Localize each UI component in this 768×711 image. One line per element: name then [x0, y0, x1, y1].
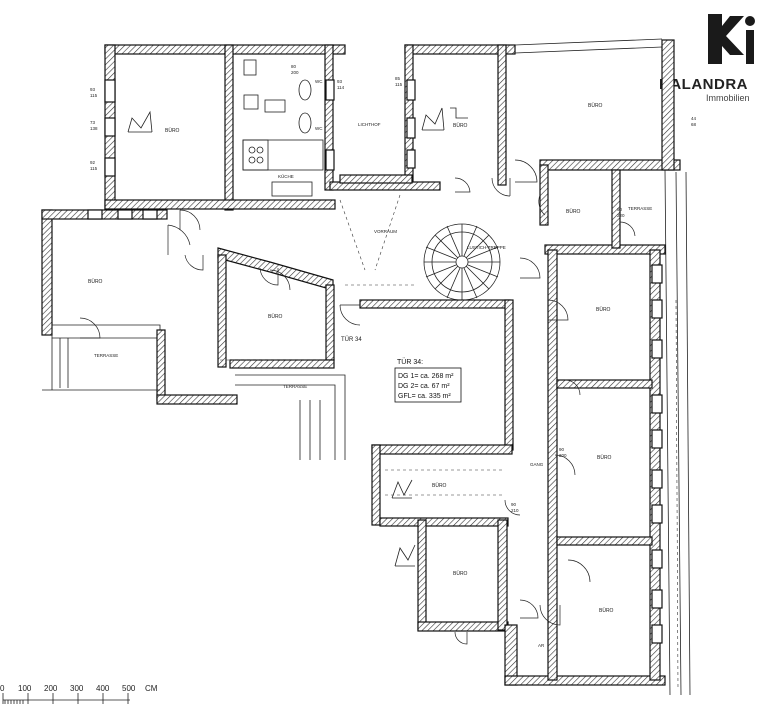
- kalandra-logo-bar: [746, 30, 754, 64]
- room-label-buero-8: BÜRO: [597, 454, 612, 461]
- dim-44-h: 68: [691, 122, 697, 127]
- room-label-kueche: KÜCHE: [278, 173, 294, 179]
- room-label-buero-1: BÜRO: [165, 127, 180, 134]
- stair-label: LUSTICH-TREPPE: [467, 245, 506, 250]
- kalandra-logo: KALANDRA Immobilien: [659, 14, 755, 103]
- room-label-terrasse-1: TERRASSE: [628, 206, 652, 211]
- slope-lines: [220, 194, 505, 496]
- room-label-terrasse-3: TERRASSE: [283, 384, 307, 389]
- logo-subtitle: Immobilien: [706, 93, 750, 103]
- room-label-ar: AR: [538, 643, 545, 648]
- skylights: [127, 107, 468, 567]
- spiral-staircase: LUSTICH-TREPPE: [423, 223, 506, 301]
- dim-90-210-h: 210: [511, 508, 519, 513]
- scale-unit: CM: [145, 684, 158, 693]
- facade-lines: [664, 169, 691, 696]
- dim-90-200-w: 90: [559, 447, 565, 452]
- dim-93-w: 93: [90, 87, 96, 92]
- dim-80-w: 80: [291, 64, 297, 69]
- room-label-wc-2: WC: [315, 126, 323, 131]
- scale-tick-0: 0: [0, 684, 5, 693]
- scale-bar: 0 100 200 300 400 500 CM: [0, 684, 158, 704]
- dimension-labels: 93 115 73 138 92 115 80 200 93 114 85 11…: [90, 64, 697, 513]
- area-row-dg2: DG 2= ca. 67 m²: [398, 383, 450, 390]
- dim-90-220-w: 90: [617, 207, 623, 212]
- scale-tick-200: 200: [44, 684, 58, 693]
- terrace-lines: [42, 338, 346, 460]
- door-tag: TÜR 34: [341, 336, 362, 343]
- dim-85-h: 115: [395, 82, 403, 87]
- room-label-lichthof: LICHTHOF: [358, 122, 381, 127]
- room-label-wc-1: WC: [315, 79, 323, 84]
- room-label-buero-6: BÜRO: [268, 313, 283, 320]
- room-label-buero-5: BÜRO: [88, 278, 103, 285]
- area-box-title: TÜR 34:: [397, 358, 423, 366]
- dim-85-w: 85: [395, 76, 401, 81]
- dim-44-w: 44: [691, 116, 697, 121]
- outer-walls: [41, 38, 681, 686]
- area-box: TÜR 34: DG 1= ca. 268 m² DG 2= ca. 67 m²…: [394, 358, 462, 403]
- kitchen-fixtures: [242, 59, 324, 197]
- room-label-buero-3: BÜRO: [588, 102, 603, 109]
- area-row-gfl: GFL= ca. 335 m²: [398, 393, 451, 400]
- doors: [79, 159, 636, 645]
- room-label-buero-7: BÜRO: [596, 306, 611, 313]
- room-label-vorraum: VORRAUM: [374, 229, 397, 234]
- room-label-buero-10: BÜRO: [453, 570, 468, 577]
- dim-73-w: 73: [90, 120, 96, 125]
- dim-92-h: 115: [90, 166, 98, 171]
- dim-93-h: 115: [90, 93, 98, 98]
- kalandra-logo-mark: [708, 14, 744, 64]
- room-label-terrasse-2: TERRASSE: [94, 353, 118, 358]
- dim-73-h: 138: [90, 126, 98, 131]
- dim-93b-h: 114: [337, 85, 345, 90]
- kalandra-logo-dot: [745, 16, 755, 26]
- logo-name: KALANDRA: [659, 76, 748, 93]
- dim-90-200-h: 200: [559, 453, 567, 458]
- room-label-buero-4: BÜRO: [566, 208, 581, 215]
- scale-tick-300: 300: [70, 684, 84, 693]
- dim-90-220-h: 220: [617, 213, 625, 218]
- dim-80-h: 200: [291, 70, 299, 75]
- room-label-buero-11: BÜRO: [599, 607, 614, 614]
- room-label-buero-2: BÜRO: [453, 122, 468, 129]
- area-row-dg1: DG 1= ca. 268 m²: [398, 373, 454, 380]
- windows: [87, 79, 663, 644]
- room-label-gang: GANG: [530, 462, 544, 467]
- dim-93b-w: 93: [337, 79, 343, 84]
- scale-tick-400: 400: [96, 684, 110, 693]
- room-labels: BÜRO WC WC KÜCHE LICHTHOF BÜRO BÜRO VORR…: [88, 79, 652, 648]
- scale-tick-100: 100: [18, 684, 32, 693]
- scale-tick-500: 500: [122, 684, 136, 693]
- dim-92-w: 92: [90, 160, 96, 165]
- room-label-buero-9: BÜRO: [432, 482, 447, 489]
- dim-90-210-w: 90: [511, 502, 517, 507]
